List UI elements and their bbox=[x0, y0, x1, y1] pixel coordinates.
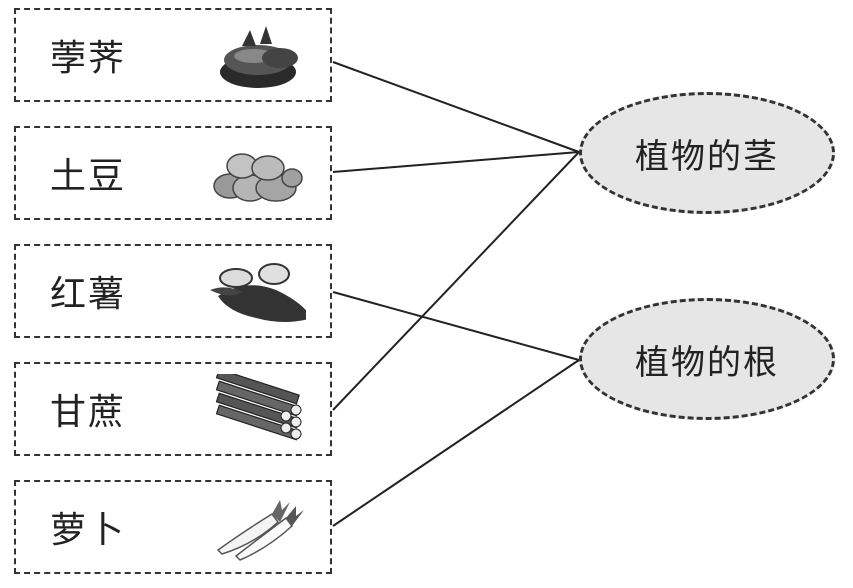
water-chestnut-icon bbox=[220, 26, 298, 88]
category-plant-root: 植物的根 bbox=[579, 298, 835, 420]
item-box-radish: 萝卜 bbox=[14, 480, 332, 574]
connection-line-2 bbox=[332, 291, 580, 361]
sugarcane-icon bbox=[215, 374, 302, 441]
connection-line-0 bbox=[332, 61, 580, 153]
item-box-water-chestnut: 荸荠 bbox=[14, 8, 332, 102]
item-label: 红薯 bbox=[50, 274, 127, 315]
item-box-potato: 土豆 bbox=[14, 126, 332, 220]
potato-icon bbox=[213, 153, 303, 202]
sweet-potato-icon bbox=[210, 263, 306, 322]
item-box-sugarcane: 甘蔗 bbox=[14, 362, 332, 456]
category-label: 植物的根 bbox=[635, 342, 779, 383]
connection-line-4 bbox=[332, 359, 580, 527]
item-label: 萝卜 bbox=[50, 510, 127, 551]
item-label: 土豆 bbox=[50, 156, 127, 197]
item-box-sweet-potato: 红薯 bbox=[14, 244, 332, 338]
connection-line-3 bbox=[332, 151, 580, 411]
category-label: 植物的茎 bbox=[635, 136, 779, 177]
item-label: 甘蔗 bbox=[50, 392, 127, 433]
category-plant-stem: 植物的茎 bbox=[579, 92, 835, 214]
connection-line-1 bbox=[332, 151, 580, 173]
radish-icon bbox=[216, 500, 304, 561]
item-label: 荸荠 bbox=[50, 38, 127, 79]
